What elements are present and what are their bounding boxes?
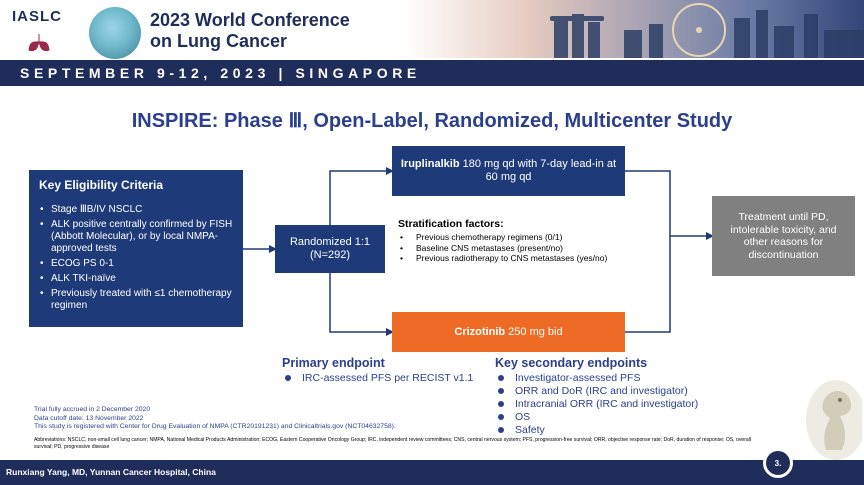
iaslc-logo: IASLC — [12, 6, 74, 60]
page-number-badge: 3. — [763, 448, 793, 478]
conference-title-line1: 2023 World Conference — [150, 10, 350, 30]
conference-title: 2023 World Conference on Lung Cancer — [150, 10, 390, 52]
eligibility-list: Stage ⅢB/IV NSCLC ALK positive centrally… — [39, 204, 233, 312]
arm-crizotinib-box: Crizotinib 250 mg bid — [392, 312, 625, 352]
wclc-globe-logo — [89, 7, 141, 59]
arm-iruplinalkib-box: Iruplinalkib 180 mg qd with 7-day lead-i… — [392, 146, 625, 196]
list-item: Investigator-assessed PFS — [495, 372, 735, 385]
eligibility-title: Key Eligibility Criteria — [39, 178, 164, 192]
stratification-title: Stratification factors: — [398, 218, 504, 230]
list-item: Previous chemotherapy regimens (0/1) — [398, 232, 618, 243]
conference-title-line2: on Lung Cancer — [150, 31, 288, 51]
secondary-endpoints-section: Key secondary endpoints Investigator-ass… — [495, 356, 735, 437]
primary-endpoint-title: Primary endpoint — [282, 356, 385, 370]
arm1-drug-name: Iruplinalkib — [400, 158, 460, 170]
randomization-ratio: Randomized 1:1 — [289, 236, 371, 248]
slide-title: INSPIRE: Phase Ⅲ, Open-Label, Randomized… — [131, 110, 733, 132]
treatment-duration-box: Treatment until PD, intolerable toxicity… — [712, 196, 855, 276]
accrual-note: Trial fully accrued in 2 December 2020 — [34, 406, 151, 413]
list-item: Intracranial ORR (IRC and investigator) — [495, 398, 735, 411]
primary-endpoint-section: Primary endpoint IRC-assessed PFS per RE… — [282, 356, 487, 385]
presenter-credit: Runxiang Yang, MD, Yunnan Cancer Hospita… — [6, 467, 216, 477]
randomization-n: (N=292) — [309, 249, 351, 261]
trial-notes: Trial fully accrued in 2 December 2020 D… — [34, 406, 396, 432]
secondary-endpoints-list: Investigator-assessed PFS ORR and DoR (I… — [495, 372, 735, 437]
secondary-endpoints-title: Key secondary endpoints — [495, 356, 648, 370]
iaslc-logo-text: IASLC — [12, 8, 62, 25]
arm1-dose: 180 mg qd with 7-day lead-in at 60 mg qd — [459, 158, 617, 183]
page-number: 3. — [766, 451, 790, 475]
list-item: Safety — [495, 424, 735, 437]
stratification-factors: Stratification factors: Previous chemoth… — [398, 218, 618, 264]
list-item: ORR and DoR (IRC and investigator) — [495, 385, 735, 398]
conference-header: IASLC 2023 World Conference on Lung Canc… — [0, 0, 864, 90]
registration-note: This study is registered with Center for… — [34, 423, 396, 430]
list-item: ECOG PS 0-1 — [39, 258, 233, 270]
eligibility-criteria-box: Key Eligibility Criteria Stage ⅢB/IV NSC… — [29, 170, 243, 327]
singapore-skyline-image — [304, 0, 864, 58]
stratification-list: Previous chemotherapy regimens (0/1) Bas… — [398, 232, 618, 264]
list-item: IRC-assessed PFS per RECIST v1.1 — [282, 372, 487, 385]
list-item: Stage ⅢB/IV NSCLC — [39, 204, 233, 216]
arm2-drug-name: Crizotinib — [454, 326, 506, 338]
footer-bar: Runxiang Yang, MD, Yunnan Cancer Hospita… — [0, 460, 864, 485]
lungs-icon — [28, 34, 50, 52]
list-item: Previous radiotherapy to CNS metastases … — [398, 253, 618, 264]
list-item: ALK TKI-naïve — [39, 273, 233, 285]
list-item: OS — [495, 411, 735, 424]
list-item: Previously treated with ≤1 chemotherapy … — [39, 288, 233, 312]
primary-endpoint-list: IRC-assessed PFS per RECIST v1.1 — [282, 372, 487, 385]
list-item: Baseline CNS metastases (present/no) — [398, 243, 618, 254]
abbreviations-note: Abbreviations: NSCLC, non-small cell lun… — [34, 437, 752, 450]
randomization-box: Randomized 1:1 (N=292) — [275, 225, 385, 273]
merlion-icon — [806, 380, 862, 460]
arm2-dose: 250 mg bid — [505, 326, 563, 338]
list-item: ALK positive centrally confirmed by FISH… — [39, 219, 233, 255]
date-location-band: SEPTEMBER 9-12, 2023 | SINGAPORE — [0, 60, 864, 86]
cutoff-note: Data cutoff date: 13 November 2022 — [34, 414, 144, 422]
